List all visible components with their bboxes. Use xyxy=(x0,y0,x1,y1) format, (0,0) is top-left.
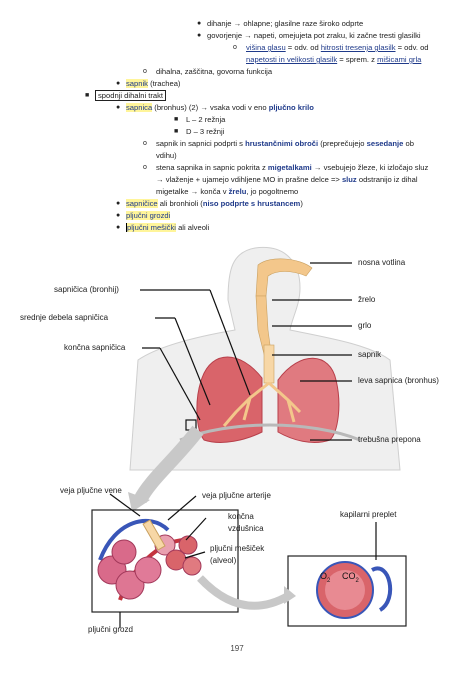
label-o2: O2 xyxy=(320,571,331,584)
right-lung xyxy=(196,356,263,443)
label-nasal-cavity: nosna votlina xyxy=(358,258,406,267)
upper-leader-lines xyxy=(140,262,352,441)
zoom-arrow xyxy=(133,425,204,504)
label-larynx: grlo xyxy=(358,321,372,330)
note-line-cartilage-cont: vdihu) xyxy=(156,151,177,160)
alveolar-cluster xyxy=(97,518,202,601)
note-line-left-lobes: ■ L – 2 režnja xyxy=(174,115,226,124)
note-line-alveoli: ● pljučni mešički ali alveoli xyxy=(116,223,210,232)
label-pharynx: žrelo xyxy=(358,295,376,304)
nasal-cavity xyxy=(255,258,313,297)
label-diaphragm: trebušna prepona xyxy=(358,435,421,444)
note-line-pitch-cont: napetosti in velikosti glasilk = sprem. … xyxy=(246,55,422,64)
label-alveolus-2: (alveol) xyxy=(210,556,237,565)
lower-leader-lines xyxy=(109,493,377,628)
bronchial-tree xyxy=(222,381,302,427)
note-line-clusters: ● pljučni grozdi xyxy=(116,211,171,220)
label-pulmonary-vein: veja pljučne vene xyxy=(60,486,122,495)
label-terminal-bronchiole: končna sapničica xyxy=(64,343,126,352)
label-trachea: sapnik xyxy=(358,350,382,359)
label-bronchiole: sapničica (bronhij) xyxy=(54,285,119,294)
note-line-trachea: ● sapnik (trachea) xyxy=(116,79,181,88)
trachea xyxy=(263,344,275,384)
note-line-functions: o dihalna, zaščitna, govorna funkcija xyxy=(143,67,273,76)
note-line-breathing: ● dihanje → ohlapne; glasilne raze širok… xyxy=(197,19,364,28)
note-line-bronchus: ● sapnica (bronhus) (2) → vsaka vodi v e… xyxy=(116,103,314,112)
label-co2: CO2 xyxy=(342,571,359,584)
label-pulmonary-artery: veja pljučne arterije xyxy=(202,491,271,500)
note-line-cilia-cont2: migetalke → konča v žrelu, jo pogoltnemo xyxy=(156,187,299,196)
note-line-cilia: o stena sapnika in sapnic pokrita z mige… xyxy=(143,163,429,172)
note-line-cilia-cont: → vlaženje + ujamejo vdihljene MO in pra… xyxy=(156,175,418,184)
note-line-lower-tract: ■ spodnji dihalni trakt xyxy=(85,90,167,102)
label-terminal-airway-1: končna xyxy=(228,512,254,521)
note-line-speech: ● govorjenje → napeti, omejujeta pot zra… xyxy=(197,31,421,40)
alveolus-detail xyxy=(316,561,393,619)
page-number: 197 xyxy=(230,644,244,653)
note-line-pitch: o višina glasu = odv. od hitrosti tresen… xyxy=(233,43,429,52)
label-left-bronchus: leva sapnica (bronhus) xyxy=(358,376,439,385)
label-terminal-airway-2: vzdušnica xyxy=(228,524,264,533)
note-line-right-lobes: ■ D – 3 režnji xyxy=(174,127,225,136)
label-medium-bronchiole: srednje debela sapničica xyxy=(20,313,109,322)
label-alveolus-1: pljučni mešiček xyxy=(210,544,265,553)
note-line-cartilage: o sapnik in sapnici podprti s hrustančni… xyxy=(143,139,414,148)
label-alveolar-cluster: pljučni grozd xyxy=(88,625,133,634)
label-capillary-network: kapilarni preplet xyxy=(340,510,397,519)
note-line-bronchioles: ● sapničice ali bronhioli (niso podprte … xyxy=(116,199,303,208)
